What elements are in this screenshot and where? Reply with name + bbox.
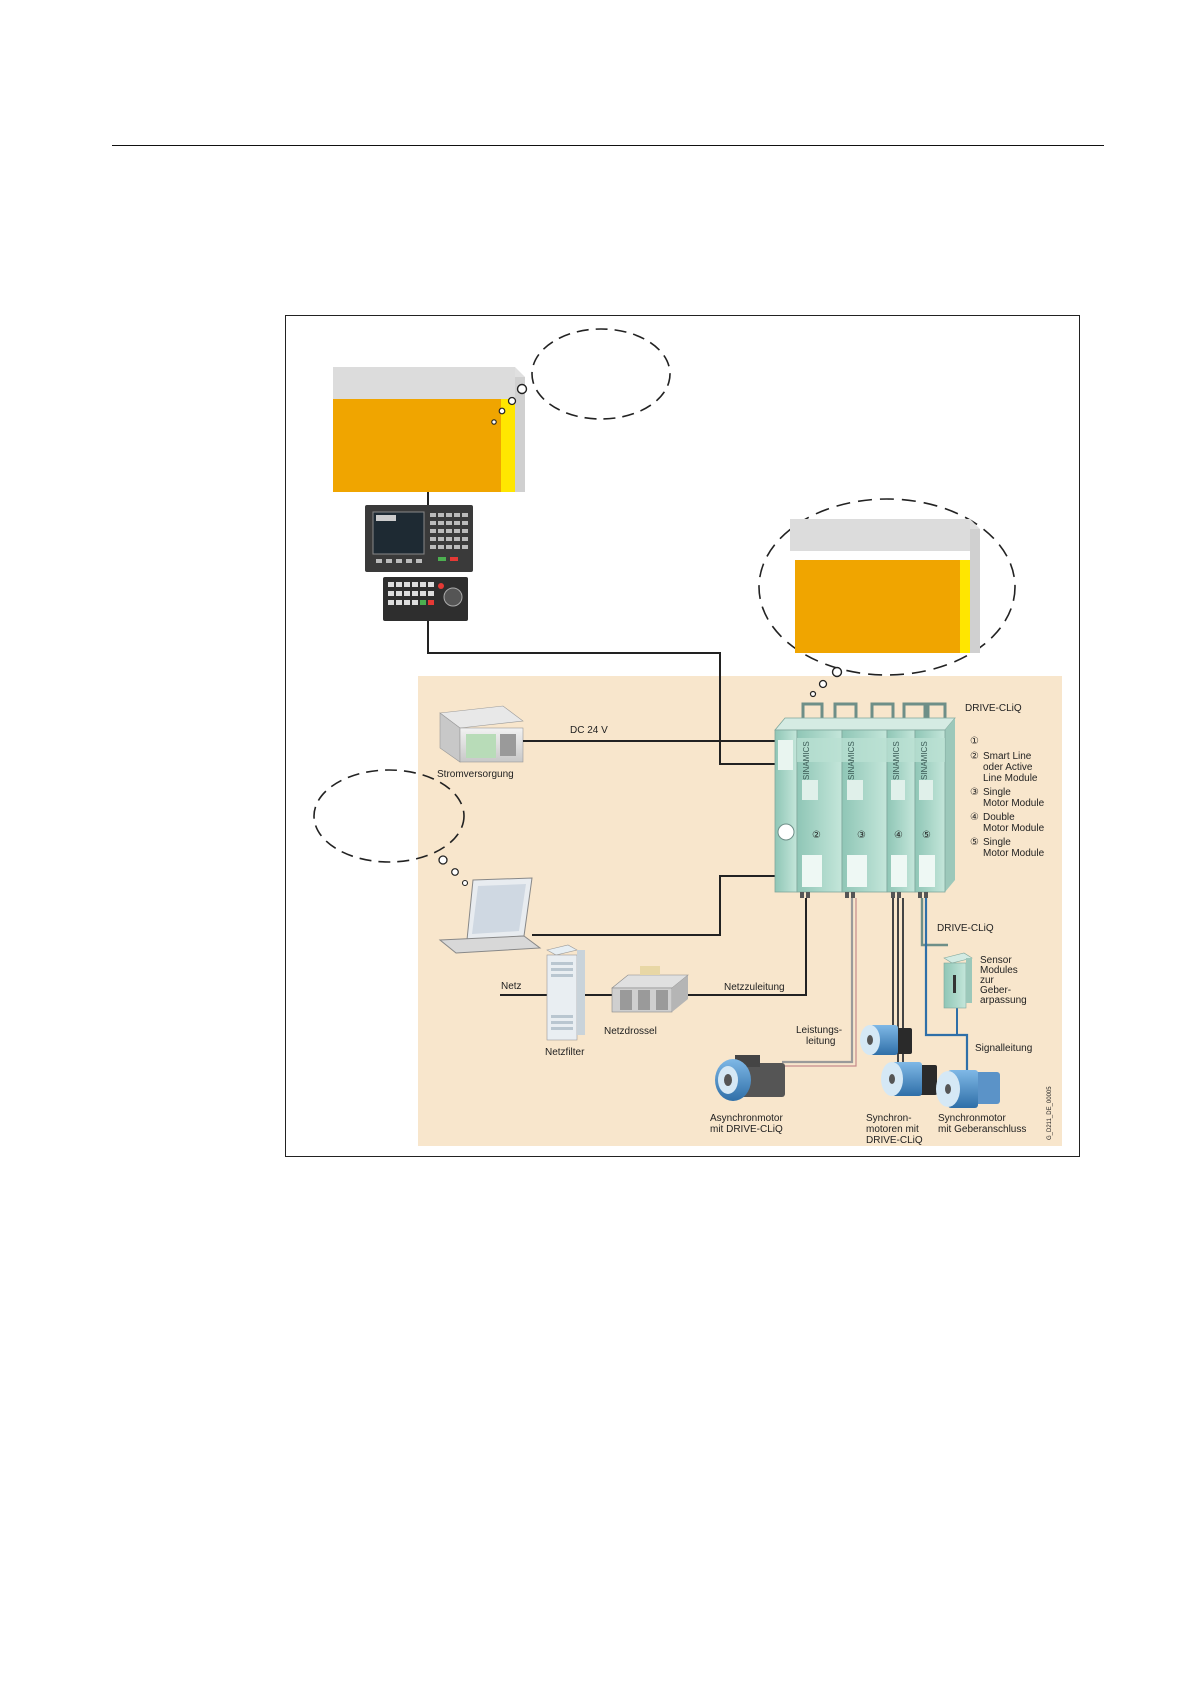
laptop — [438, 877, 542, 954]
legend-4-line-1: Double — [983, 812, 1015, 823]
label-syn-3: DRIVE-CLiQ — [866, 1135, 923, 1146]
label-sensor-3: zur — [980, 975, 995, 986]
label-netzfilter: Netzfilter — [545, 1047, 585, 1058]
label-syn-1: Synchron- — [866, 1113, 912, 1124]
legend-num-2: ② — [970, 751, 979, 762]
legend-num-4: ④ — [970, 812, 979, 823]
label-drive-cliq-right: DRIVE-CLiQ — [937, 923, 994, 934]
label-netzzuleitung: Netzzuleitung — [724, 982, 785, 993]
module-legend: ① ② Smart Line oder Active Line Module ③… — [970, 736, 1045, 859]
figure-id: G_D211_DE_00005 — [1047, 1086, 1053, 1140]
label-dc24v: DC 24 V — [570, 725, 608, 736]
label-asyn-2: mit DRIVE-CLiQ — [710, 1124, 783, 1135]
legend-4-line-2: Motor Module — [983, 823, 1045, 834]
module-brand-2: SINAMICS — [847, 741, 856, 780]
figure-frame — [285, 315, 1080, 1157]
legend-3-line-2: Motor Module — [983, 798, 1045, 809]
thought-bubble-top — [491, 328, 671, 425]
label-signalleitung: Signalleitung — [975, 1043, 1032, 1054]
synchronous-motor-encoder — [936, 1070, 1000, 1108]
module-number-4: ⑤ — [922, 830, 931, 841]
sensor-modules-label: Sensor Modules zur Geber- arpassung — [980, 955, 1027, 1006]
thought-bubble-right — [758, 498, 1016, 698]
legend-2-line-2: oder Active — [983, 762, 1033, 773]
label-sensor-4: Geber- — [980, 985, 1011, 996]
drive-lineup — [774, 717, 956, 898]
power-supply — [439, 705, 524, 763]
legend-3-line-1: Single — [983, 787, 1011, 798]
legend-num-3: ③ — [970, 787, 979, 798]
label-sensor-2: Modules — [980, 965, 1018, 976]
module-brand-3: SINAMICS — [892, 741, 901, 780]
legend-5-line-1: Single — [983, 837, 1011, 848]
module-number-3: ④ — [894, 830, 903, 841]
operator-panel — [365, 505, 473, 572]
machine-control-panel — [383, 577, 468, 621]
asynchronous-motor — [715, 1055, 785, 1101]
label-sensor-5: arpassung — [980, 995, 1027, 1006]
module-number-1: ② — [812, 830, 821, 841]
module-brand-4: SINAMICS — [920, 741, 929, 780]
label-drive-cliq-top: DRIVE-CLiQ — [965, 703, 1022, 714]
label-netz: Netz — [501, 981, 522, 992]
legend-num-1: ① — [970, 736, 979, 747]
legend-2-line-3: Line Module — [983, 773, 1038, 784]
legend-5-line-2: Motor Module — [983, 848, 1045, 859]
module-brand-1: SINAMICS — [802, 741, 811, 780]
module-number-2: ③ — [857, 830, 866, 841]
netzdrossel — [611, 966, 689, 1013]
label-stromversorgung: Stromversorgung — [437, 769, 514, 780]
thought-bubble-left — [313, 769, 469, 887]
label-leistungsleitung-2: leitung — [806, 1036, 835, 1047]
legend-num-5: ⑤ — [970, 837, 979, 848]
synchronous-motor-2 — [881, 1062, 937, 1096]
controller-box — [333, 367, 525, 492]
label-syn-2: motoren mit — [866, 1124, 919, 1135]
label-sensor-1: Sensor — [980, 955, 1012, 966]
netzfilter — [546, 944, 585, 1041]
label-netzdrossel: Netzdrossel — [604, 1026, 657, 1037]
label-synge-2: mit Geberanschluss — [938, 1124, 1026, 1135]
label-synge-1: Synchronmotor — [938, 1113, 1006, 1124]
legend-2-line-1: Smart Line — [983, 751, 1032, 762]
drive-config-box — [790, 519, 980, 653]
page-header-rule — [112, 145, 1104, 146]
synchronous-motor-1 — [860, 1025, 912, 1055]
label-leistungsleitung-1: Leistungs- — [796, 1025, 842, 1036]
label-asyn-1: Asynchronmotor — [710, 1113, 783, 1124]
sensor-module — [943, 952, 973, 1009]
drive-cliq-top-cables — [801, 702, 947, 718]
